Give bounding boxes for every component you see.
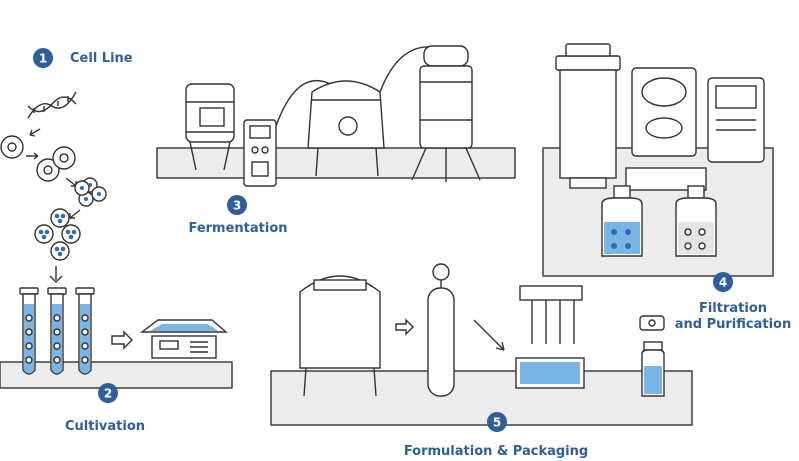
arrow-right-icon	[111, 330, 133, 350]
collection-bottle-icon	[601, 185, 643, 257]
cell-colonies-icon	[34, 208, 81, 261]
arrow-icon	[473, 319, 505, 351]
production-fermenter-icon	[411, 45, 481, 182]
test-tube-icon	[75, 287, 95, 375]
test-tube-icon	[47, 287, 67, 375]
lab-bench	[270, 370, 693, 426]
step-1-label: Cell Line	[70, 51, 133, 66]
formulation-section: 5 Formulation & Packaging	[270, 263, 693, 459]
step-4-number: 4	[719, 276, 727, 290]
step-2-badge	[98, 383, 118, 403]
arrow-right-icon	[395, 318, 414, 336]
dispensing-machine-icon	[515, 285, 585, 389]
single-cell-icon	[0, 135, 24, 159]
vial-cap-icon	[639, 315, 665, 331]
step-1-number: 1	[39, 52, 47, 66]
cultivation-section: 2 Cultivation	[0, 287, 233, 434]
step-3-number: 3	[233, 199, 241, 213]
arrow-icon	[69, 209, 81, 219]
gas-cylinder-icon	[427, 263, 455, 397]
step-5-number: 5	[493, 416, 501, 430]
test-tube-icon	[19, 287, 39, 375]
cell-cluster-icon	[74, 177, 107, 207]
step-2-number: 2	[104, 387, 112, 401]
storage-tank-icon	[299, 275, 381, 397]
cell-line-section: 1 Cell Line	[0, 48, 133, 283]
pump-panel-icon	[625, 167, 707, 191]
arrow-icon	[29, 128, 41, 137]
chromatography-column-icon	[555, 43, 621, 189]
step-3-badge	[227, 195, 247, 215]
step-5-label: Formulation & Packaging	[404, 444, 588, 459]
step-4-label-line1: Filtration	[699, 301, 767, 316]
lab-bench	[156, 147, 516, 179]
controller-unit-icon	[243, 119, 277, 187]
seed-fermenter-icon	[185, 83, 235, 171]
arrow-icon	[65, 177, 77, 187]
main-fermenter-icon	[307, 80, 385, 177]
step-5-badge	[487, 412, 507, 432]
dividing-cell-icon	[36, 146, 76, 182]
vial-icon	[641, 341, 665, 397]
step-4-label-line2: and Purification	[675, 317, 791, 332]
centrifuge-icon	[631, 67, 697, 157]
waste-bottle-icon	[675, 185, 717, 257]
arrow-down-icon	[49, 266, 63, 283]
step-2-label: Cultivation	[65, 419, 145, 434]
analyzer-icon	[707, 77, 765, 163]
arrow-icon	[26, 152, 39, 160]
step-3-label: Fermentation	[188, 221, 287, 236]
dna-icon	[27, 91, 77, 119]
shaker-incubator-icon	[139, 319, 228, 359]
step-1-badge	[33, 48, 53, 68]
fermentation-section: 3 Fermentation	[156, 45, 516, 236]
filtration-section: 4 Filtration and Purification	[542, 43, 791, 332]
step-4-badge	[713, 272, 733, 292]
